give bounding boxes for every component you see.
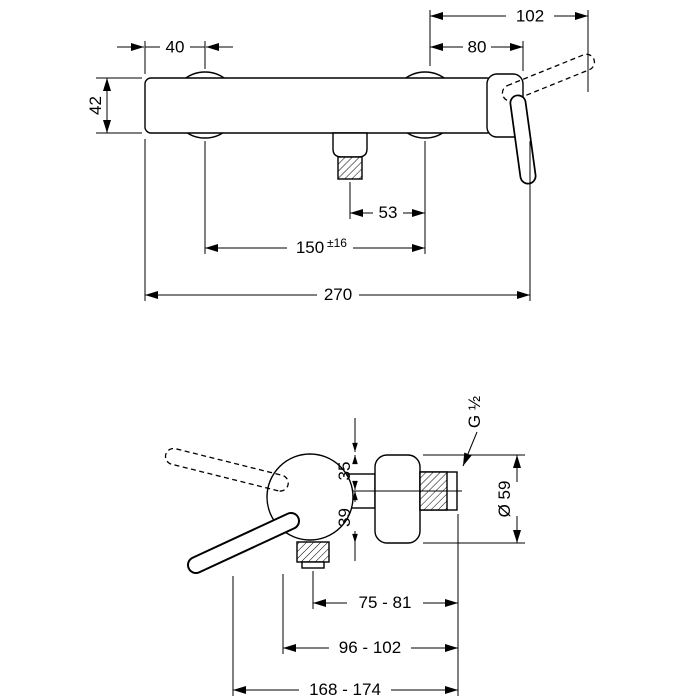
outlet-thread [337,156,363,180]
dim-g-half: G ½ [462,396,484,467]
dim-168-174: 168 - 174 [232,576,458,699]
dim-270-label: 270 [324,285,352,304]
thread-size-label: G ½ [465,396,484,428]
dim-40-label: 40 [166,38,185,57]
dim-42: 42 [86,77,142,134]
handle-alt-position-dashed-side [164,447,289,492]
dim-35-39: 35 39 [335,418,358,561]
dim-80-label: 80 [468,38,487,57]
dim-59-label: Ø 59 [495,481,514,518]
wall-escutcheon-side [374,454,421,544]
leader-line [462,431,478,467]
dim-75-81-label: 75 - 81 [359,593,412,612]
mixer-bar-body [144,77,494,134]
dim-150: 150 ±16 [204,141,426,257]
dim-150-label: 150 [296,238,324,257]
dim-53: 53 [349,182,425,222]
outlet-rim-side [301,561,325,569]
outlet-thread-side [296,541,330,563]
dim-diameter-59: Ø 59 [423,454,525,544]
dim-96-102-label: 96 - 102 [339,638,401,657]
dim-102: 102 [429,7,589,92]
dim-75-81: 75 - 81 [312,514,459,696]
dim-53-label: 53 [379,203,398,222]
dim-35-label: 35 [335,462,354,481]
dim-150-tolerance-label: ±16 [327,236,347,250]
front-view: 102 40 80 42 [86,7,596,304]
dim-96-102: 96 - 102 [282,574,458,657]
handle-lever [509,94,537,185]
dim-40: 40 [117,38,233,74]
handle-lever-side [187,512,300,574]
dim-168-174-label: 168 - 174 [309,680,381,699]
dim-80: 80 [430,38,524,71]
dim-39-label: 39 [335,508,354,527]
dim-102-label: 102 [516,7,544,26]
dim-42-label: 42 [86,96,105,115]
outlet-bell [332,132,368,158]
dim-270: 270 [144,139,531,304]
handle-alt-position-dashed [501,53,596,102]
side-view: G ½ 35 39 Ø 59 75 - 81 [164,396,525,699]
